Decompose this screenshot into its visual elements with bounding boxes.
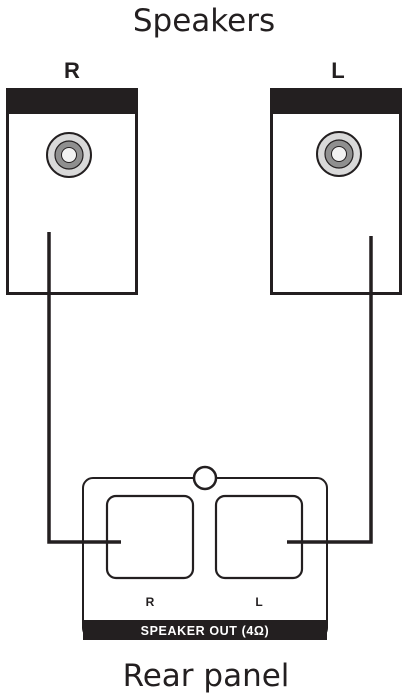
terminal-left-label: L <box>255 595 262 609</box>
terminal-right-label: R <box>146 595 155 609</box>
speaker-right-top-bar <box>6 88 138 114</box>
speaker-right-driver-center <box>61 147 77 163</box>
rear-panel: SPEAKER OUT (4Ω) R L <box>82 465 328 640</box>
wire-left-channel <box>287 236 373 544</box>
terminal-left <box>214 494 304 580</box>
speaker-right-cabinet <box>6 88 138 295</box>
speaker-out-label: SPEAKER OUT (4Ω) <box>141 624 270 638</box>
terminal-right <box>105 494 195 580</box>
speaker-right-label: R <box>64 58 80 83</box>
speaker-left-label: L <box>331 58 344 83</box>
speaker-left-top-bar <box>270 88 402 114</box>
rear-panel-title: Rear panel <box>123 658 290 694</box>
speaker-left-driver-center <box>331 146 347 162</box>
panel-screw-icon <box>192 465 218 491</box>
speaker-left-cabinet <box>270 88 402 295</box>
speaker-right <box>6 88 138 295</box>
speakers-title: Speakers <box>133 3 275 39</box>
speaker-left <box>270 88 402 295</box>
wire-right-channel <box>47 232 121 544</box>
speaker-out-bar <box>83 620 327 640</box>
rear-panel-body <box>82 477 328 639</box>
